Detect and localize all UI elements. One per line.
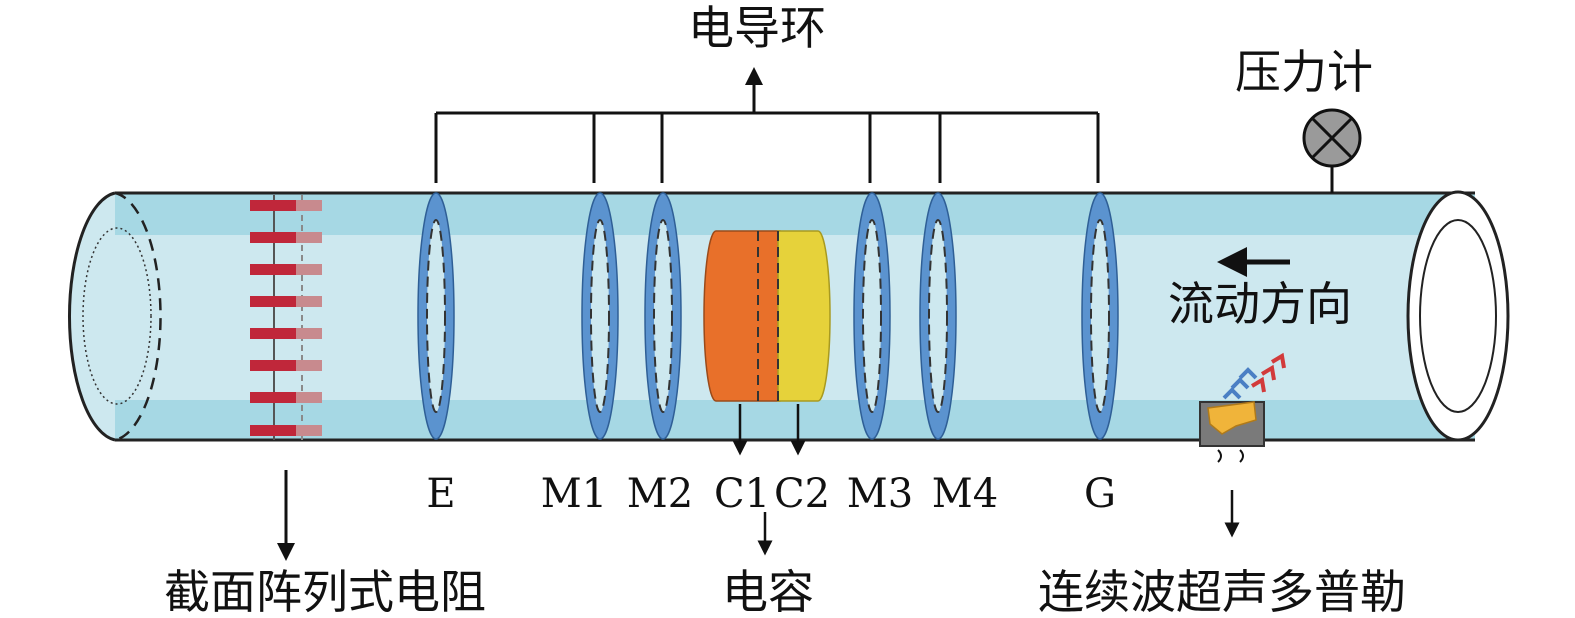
ring-m3 — [853, 192, 891, 440]
ring-m1 — [581, 192, 619, 440]
ring-label-e: E — [426, 471, 455, 517]
conductance-rings — [417, 192, 1119, 440]
electrode-front — [250, 360, 296, 371]
flow-direction-label: 流动方向 — [1168, 277, 1352, 331]
pipe-right-bore — [1419, 219, 1497, 413]
doppler-probe — [1199, 352, 1286, 538]
electrode-front — [250, 264, 296, 275]
electrode-front — [250, 328, 296, 339]
electrode-back — [296, 328, 322, 339]
ring-label-m3: M3 — [847, 471, 913, 517]
ring-label-m2: M2 — [627, 471, 693, 517]
doppler-label: 连续波超声多普勒 — [1038, 565, 1406, 618]
ring-m2 — [644, 192, 682, 440]
capacitance-label: 电容 — [722, 565, 814, 618]
resistance-array — [250, 195, 322, 440]
pipe-left-bore — [82, 227, 152, 405]
electrode-back — [296, 232, 322, 243]
ring-m4 — [919, 192, 957, 440]
electrode-back — [296, 360, 322, 371]
doppler-wave-red — [1250, 352, 1286, 393]
capacitor — [703, 230, 831, 456]
capacitor-label-c2: C2 — [774, 471, 830, 517]
ring-g — [1081, 192, 1119, 440]
electrode-front — [250, 296, 296, 307]
ring-e — [417, 192, 455, 440]
electrode-back — [296, 296, 322, 307]
capacitor-label-c1: C1 — [714, 471, 770, 517]
electrode-front — [250, 200, 296, 211]
conductance-bracket — [434, 67, 1100, 183]
electrode-front — [250, 232, 296, 243]
electrode-front — [250, 425, 296, 436]
electrode-back — [296, 392, 322, 403]
ring-label-g: G — [1084, 471, 1116, 517]
resistance-electrodes — [250, 200, 322, 436]
pipe-left-end-inner-dashed — [114, 191, 162, 442]
pressure-gauge-label: 压力计 — [1235, 45, 1373, 99]
electrode-back — [296, 425, 322, 436]
electrode-front — [250, 392, 296, 403]
pipe-top-band — [115, 193, 1475, 235]
doppler-wave-blue — [1222, 367, 1258, 400]
doppler-crystal — [1207, 401, 1257, 435]
ring-label-m4: M4 — [932, 471, 998, 517]
electrode-back — [296, 264, 322, 275]
resistance-array-label: 截面阵列式电阻 — [164, 565, 486, 618]
capacitor-plate-c2 — [777, 230, 831, 402]
conductance-rings-label: 电导环 — [688, 1, 826, 55]
pipe-left-end-outer — [67, 191, 116, 442]
pressure-gauge — [1302, 108, 1362, 193]
electrode-back — [296, 200, 322, 211]
ring-label-m1: M1 — [541, 471, 607, 517]
